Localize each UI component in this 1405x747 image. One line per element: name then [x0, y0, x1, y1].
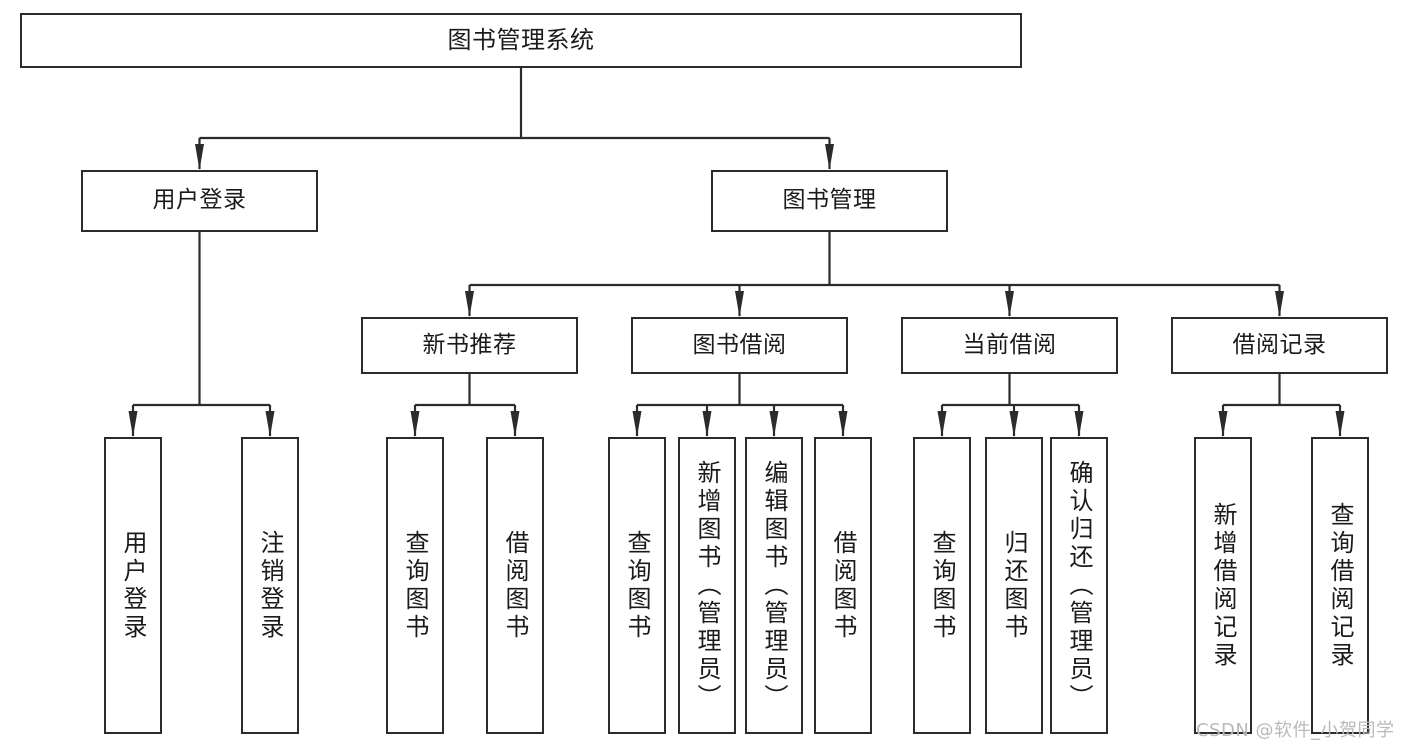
node-leaf-add-record[interactable]: 新增借阅记录 [1194, 437, 1252, 734]
connector-arrowhead [838, 411, 848, 437]
connector-arrowhead [769, 411, 779, 437]
connector-arrowhead [195, 144, 204, 170]
connector-arrowhead [510, 411, 520, 437]
node-book-manage[interactable]: 图书管理 [711, 170, 948, 232]
node-label-leaf-query-record: 查询借阅记录 [1326, 501, 1354, 670]
connector-arrowhead [1335, 411, 1345, 437]
node-label-leaf-edit-book: 编辑图书（管理员） [760, 459, 788, 712]
connector-arrowhead [735, 291, 744, 317]
node-label-leaf-query-book-1: 查询图书 [401, 529, 429, 642]
node-current-borrow[interactable]: 当前借阅 [901, 317, 1118, 374]
node-leaf-edit-book[interactable]: 编辑图书（管理员） [745, 437, 803, 734]
node-user-login[interactable]: 用户登录 [81, 170, 318, 232]
node-label-root: 图书管理系统 [447, 26, 595, 55]
node-label-leaf-add-book: 新增图书（管理员） [693, 459, 721, 712]
node-leaf-borrow-book-1[interactable]: 借阅图书 [486, 437, 544, 734]
connector-arrowhead [410, 411, 420, 437]
node-borrow-record[interactable]: 借阅记录 [1171, 317, 1388, 374]
node-leaf-return-book[interactable]: 归还图书 [985, 437, 1043, 734]
connector-arrowhead [702, 411, 712, 437]
node-leaf-query-record[interactable]: 查询借阅记录 [1311, 437, 1369, 734]
node-label-borrow-record: 借阅记录 [1232, 331, 1327, 358]
connector-arrowhead [1009, 411, 1019, 437]
node-label-leaf-logout: 注销登录 [256, 529, 284, 642]
node-leaf-query-book-3[interactable]: 查询图书 [913, 437, 971, 734]
node-leaf-add-book[interactable]: 新增图书（管理员） [678, 437, 736, 734]
node-label-leaf-borrow-book-1: 借阅图书 [501, 529, 529, 642]
node-label-user-login: 用户登录 [152, 187, 247, 214]
connector-arrowhead [632, 411, 642, 437]
connector-arrowhead [465, 291, 474, 317]
csdn-watermark: CSDN @软件_小贺同学 [1196, 720, 1395, 741]
node-label-leaf-query-book-3: 查询图书 [928, 529, 956, 642]
node-label-new-book-rec: 新书推荐 [422, 331, 517, 358]
node-leaf-query-book-1[interactable]: 查询图书 [386, 437, 444, 734]
node-label-leaf-query-book-2: 查询图书 [623, 529, 651, 642]
node-label-leaf-confirm-return: 确认归还（管理员） [1065, 459, 1093, 712]
connector-arrowhead [825, 144, 834, 170]
node-label-book-manage: 图书管理 [782, 187, 877, 214]
connector-arrowhead [265, 411, 275, 437]
node-book-borrow[interactable]: 图书借阅 [631, 317, 848, 374]
connector-arrowhead [937, 411, 947, 437]
node-label-leaf-return-book: 归还图书 [1000, 529, 1028, 642]
node-root[interactable]: 图书管理系统 [20, 13, 1022, 68]
connector-arrowhead [1005, 291, 1014, 317]
connector-arrowhead [1218, 411, 1228, 437]
connector-arrowhead [128, 411, 138, 437]
connector-arrowhead [1074, 411, 1084, 437]
node-new-book-rec[interactable]: 新书推荐 [361, 317, 578, 374]
node-label-leaf-borrow-book-2: 借阅图书 [829, 529, 857, 642]
connector-arrowhead [1275, 291, 1284, 317]
node-leaf-logout[interactable]: 注销登录 [241, 437, 299, 734]
node-leaf-confirm-return[interactable]: 确认归还（管理员） [1050, 437, 1108, 734]
node-leaf-borrow-book-2[interactable]: 借阅图书 [814, 437, 872, 734]
node-label-leaf-add-record: 新增借阅记录 [1209, 501, 1237, 670]
node-leaf-user-login[interactable]: 用户登录 [104, 437, 162, 734]
node-label-current-borrow: 当前借阅 [962, 331, 1057, 358]
node-leaf-query-book-2[interactable]: 查询图书 [608, 437, 666, 734]
node-label-leaf-user-login: 用户登录 [119, 529, 147, 642]
node-label-book-borrow: 图书借阅 [692, 331, 787, 358]
